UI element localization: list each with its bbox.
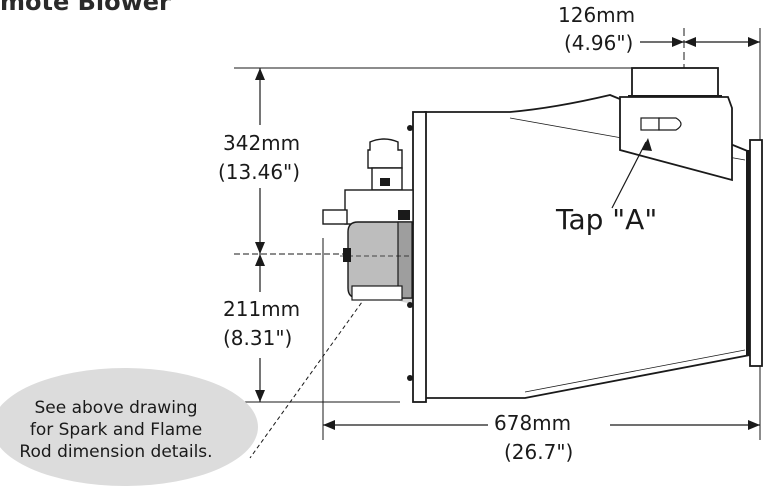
dim-678-mm-label: 678mm	[492, 408, 574, 438]
outlet-flange-lip	[746, 150, 750, 356]
flange-bolt	[407, 302, 413, 308]
outlet-end-flange	[749, 139, 763, 367]
dim-211-in-label: (8.31")	[221, 323, 295, 353]
detail-note-line-3: Rod dimension details.	[19, 442, 213, 462]
tap-a-label: Tap "A"	[556, 203, 658, 236]
dim-678-arrow-left	[323, 420, 335, 430]
burner-mount-flange	[397, 221, 413, 299]
burner-base	[351, 285, 403, 301]
detail-note: See above drawing for Spark and Flame Ro…	[6, 397, 226, 463]
dim-211-arrow-top	[255, 254, 265, 266]
dim-678-arrow-right	[748, 420, 760, 430]
dim-342-in-label: (13.46")	[216, 157, 303, 187]
dim-126-arrow-right	[748, 37, 760, 47]
dim-126-arrow-left-inner	[684, 37, 696, 47]
dim-342-arrow-bottom	[255, 242, 265, 254]
tap-a-fitting	[640, 117, 660, 131]
flange-bolt	[407, 125, 413, 131]
flange-bolt	[407, 375, 413, 381]
dim-211-arrow-bottom	[255, 390, 265, 402]
tap-a-leader-line	[611, 141, 647, 209]
blower-drawing	[234, 28, 763, 459]
dim-342-mm-label: 342mm	[221, 128, 303, 158]
tap-a-nozzle	[658, 117, 682, 131]
dim-678-in-label: (26.7")	[502, 437, 576, 467]
valve-fitting	[380, 178, 390, 186]
detail-note-line-1: See above drawing	[34, 398, 198, 418]
dim-126-arrow-left	[672, 37, 684, 47]
detail-note-line-2: for Spark and Flame	[29, 420, 203, 440]
tap-a-leader-arrow	[642, 138, 652, 151]
dim-126-in-label: (4.96")	[562, 28, 636, 58]
valve-inlet-pipe	[322, 209, 348, 225]
front-flange-plate	[412, 111, 427, 403]
page-title: mote Blower	[0, 0, 171, 16]
note-bubble	[0, 368, 258, 486]
dim-342-arrow-top	[255, 68, 265, 80]
regulator-dome	[367, 138, 403, 169]
blower-cone-lower-line	[524, 349, 746, 393]
valve-fitting	[398, 210, 410, 220]
dim-211-mm-label: 211mm	[221, 294, 303, 324]
detail-leader-line	[249, 262, 391, 459]
burner-port	[343, 248, 351, 262]
inlet-collar	[631, 67, 719, 97]
dim-126-mm-label: 126mm	[556, 0, 638, 30]
